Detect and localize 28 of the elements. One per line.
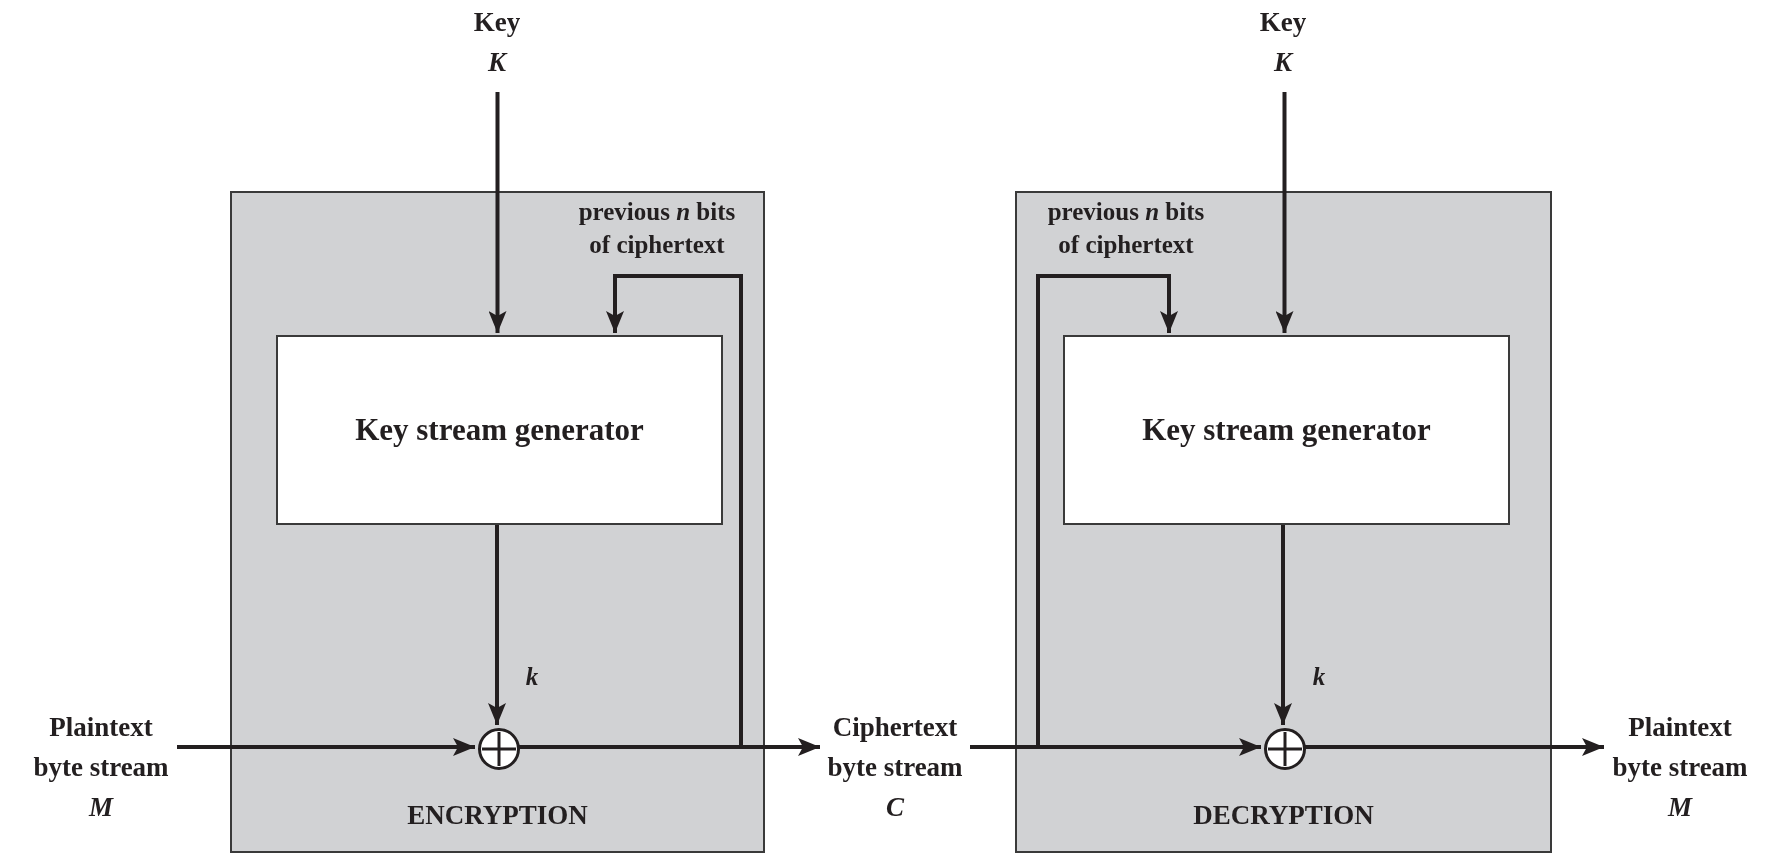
variable-label: M (89, 791, 113, 824)
input-label: Key (473, 6, 521, 39)
variable-label: K (1274, 46, 1292, 79)
input-label: Plaintext byte stream (32, 711, 170, 784)
arrow (488, 523, 506, 725)
arrow (1305, 738, 1604, 756)
edge-label: k (1311, 662, 1327, 692)
xor-symbol (477, 727, 521, 771)
arrow (1275, 92, 1294, 333)
input-label: Key (1259, 6, 1307, 39)
variable-label: M (1668, 791, 1692, 824)
panel-title: ENCRYPTION (406, 798, 589, 832)
panel (230, 191, 765, 853)
edge-label: previous n bits of ciphertext (577, 197, 737, 260)
process-box: Key stream generator (276, 335, 723, 525)
edge-label: k (524, 662, 540, 692)
panel-title: DECRYPTION (1192, 798, 1375, 832)
variable-label: K (488, 46, 506, 79)
input-label: Plaintext byte stream (1611, 711, 1749, 784)
arrow (177, 738, 475, 756)
process-box: Key stream generator (1063, 335, 1510, 525)
input-label: Ciphertext byte stream (826, 711, 964, 784)
arrow (1274, 523, 1292, 725)
variable-label: C (886, 791, 904, 824)
panel (1015, 191, 1552, 853)
xor-symbol (1263, 727, 1307, 771)
edge-label: previous n bits of ciphertext (1046, 197, 1206, 260)
arrow (488, 92, 507, 333)
